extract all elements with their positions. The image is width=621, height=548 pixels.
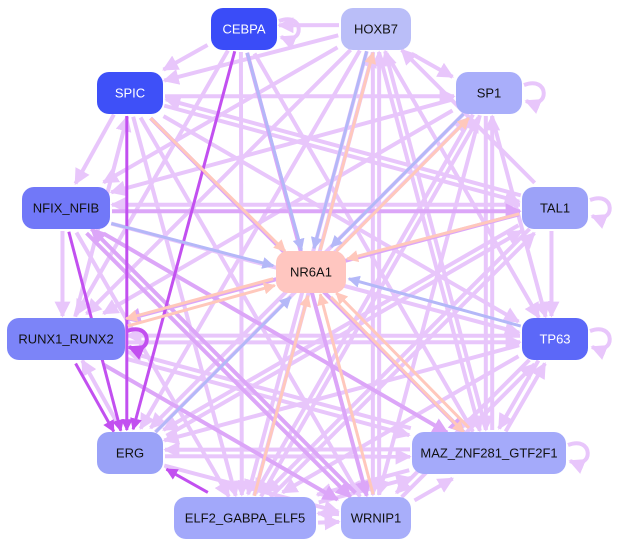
edge-maz_znf281_gtf2f1-to-runx1_runx2 — [126, 348, 412, 431]
edge-cebpa-to-nr6a1 — [245, 52, 305, 251]
node-tp63[interactable]: TP63 — [522, 318, 588, 360]
node-label: ELF2_GABPA_ELF5 — [185, 511, 305, 526]
node-spic[interactable]: SPIC — [97, 72, 163, 114]
node-nfix-nfib[interactable]: NFIX_NFIB — [22, 187, 110, 229]
node-box — [7, 318, 125, 360]
edge-sp1-to-nfix_nfib — [109, 97, 454, 197]
edge-tal1-to-nr6a1 — [346, 212, 520, 262]
self-loop-tp63 — [589, 327, 612, 360]
node-label: SP1 — [477, 86, 502, 101]
edge-hoxb7-to-nr6a1 — [310, 50, 369, 250]
self-loops-layer — [126, 17, 612, 474]
node-label: ERG — [116, 446, 144, 461]
node-wrnip1[interactable]: WRNIP1 — [341, 497, 411, 539]
edge-wrnip1-to-tp63 — [400, 362, 537, 499]
edge-erg-to-nr6a1 — [154, 296, 292, 434]
node-label: TP63 — [539, 332, 570, 347]
edge-nfix_nfib-to-maz_znf281_gtf2f1 — [102, 231, 449, 435]
edge-tp63-to-erg — [162, 343, 520, 445]
edge-wrnip1-to-nfix_nfib — [90, 227, 357, 495]
edge-maz_znf281_gtf2f1-to-nr6a1 — [335, 291, 471, 429]
node-tal1[interactable]: TAL1 — [522, 187, 588, 229]
edge-spic-to-tp63 — [162, 114, 520, 324]
node-maz-znf281-gtf2f1[interactable]: MAZ_ZNF281_GTF2F1 — [412, 432, 566, 474]
edge-runx1_runx2-to-erg — [74, 362, 116, 433]
node-cebpa[interactable]: CEBPA — [211, 8, 277, 50]
node-label: CEBPA — [222, 22, 265, 37]
node-label: NFIX_NFIB — [33, 201, 99, 216]
node-elf2-gabpa-elf5[interactable]: ELF2_GABPA_ELF5 — [174, 497, 316, 539]
node-box — [211, 8, 277, 50]
node-label: SPIC — [115, 86, 145, 101]
edge-hoxb7-to-spic — [162, 33, 339, 85]
node-label: RUNX1_RUNX2 — [18, 332, 113, 347]
node-box — [22, 187, 110, 229]
edge-sp1-to-nr6a1 — [330, 112, 465, 248]
edge-runx1_runx2-to-wrnip1 — [102, 362, 339, 502]
node-box — [97, 72, 163, 114]
edge-maz_znf281_gtf2f1-to-tp63 — [503, 362, 547, 433]
edge-wrnip1-to-elf2_gabpa_elf5 — [316, 505, 340, 522]
node-label: WRNIP1 — [351, 511, 402, 526]
edge-cebpa-to-erg — [130, 50, 237, 431]
node-box — [456, 72, 522, 114]
self-loop-tal1 — [589, 196, 612, 229]
node-hoxb7[interactable]: HOXB7 — [341, 8, 411, 50]
edge-spic-to-nfix_nfib — [73, 113, 116, 185]
edge-elf2_gabpa_elf5-to-wrnip1 — [317, 514, 341, 531]
edge-nr6a1-to-runx1_runx2 — [125, 277, 274, 322]
node-runx1-runx2[interactable]: RUNX1_RUNX2 — [7, 318, 125, 360]
edge-elf2_gabpa_elf5-to-nr6a1 — [252, 294, 312, 497]
node-box — [341, 497, 411, 539]
node-sp1[interactable]: SP1 — [456, 72, 522, 114]
edge-nr6a1-to-sp1 — [335, 117, 470, 253]
self-loop-cebpa — [278, 17, 301, 50]
node-label: TAL1 — [540, 201, 570, 216]
self-loop-maz_znf281_gtf2f1 — [567, 441, 590, 474]
node-box — [412, 432, 566, 474]
self-loop-runx1_runx2 — [126, 327, 149, 360]
edge-maz_znf281_gtf2f1-to-hoxb7 — [381, 49, 488, 430]
edge-nr6a1-to-hoxb7 — [318, 51, 377, 251]
edge-runx1_runx2-to-nr6a1 — [127, 282, 276, 328]
edge-wrnip1-to-nr6a1 — [317, 293, 375, 495]
edge-nr6a1-to-maz_znf281_gtf2f1 — [329, 296, 465, 434]
node-box — [341, 8, 411, 50]
node-box — [276, 251, 346, 293]
node-label: NR6A1 — [290, 265, 332, 280]
self-loop-sp1 — [523, 81, 546, 114]
node-label: MAZ_ZNF281_GTF2F1 — [420, 446, 557, 461]
edge-runx1_runx2-to-maz_znf281_gtf2f1 — [125, 356, 411, 440]
node-box — [97, 432, 163, 474]
edge-erg-to-runx1_runx2 — [80, 359, 123, 430]
node-label: HOXB7 — [354, 22, 398, 37]
edge-spic-to-nr6a1 — [149, 117, 287, 253]
edge-cebpa-to-spic — [162, 43, 209, 72]
node-box — [522, 318, 588, 360]
edge-nfix_nfib-to-nr6a1 — [110, 222, 275, 269]
edge-erg-to-tal1 — [165, 229, 523, 438]
node-box — [174, 497, 316, 539]
node-nr6a1[interactable]: NR6A1 — [276, 251, 346, 293]
edge-tal1-to-spic — [164, 95, 522, 198]
edge-nfix_nfib-to-wrnip1 — [85, 231, 352, 499]
edge-tal1-to-erg — [162, 223, 520, 432]
node-box — [522, 187, 588, 229]
edge-elf2_gabpa_elf5-to-erg — [165, 467, 209, 494]
node-erg[interactable]: ERG — [97, 432, 163, 474]
edge-tp63-to-nr6a1 — [347, 275, 522, 328]
edge-hoxb7-to-sp1 — [410, 51, 454, 79]
edge-wrnip1-to-maz_znf281_gtf2f1 — [413, 476, 454, 503]
